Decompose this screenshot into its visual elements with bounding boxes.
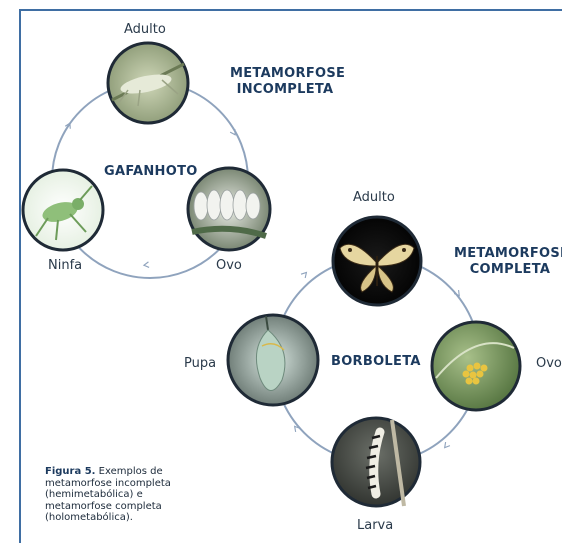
figure-caption: Figura 5. Exemplos de metamorfose incomp… xyxy=(45,466,205,524)
complete-heading-line2: COMPLETA xyxy=(454,262,562,278)
incomplete-heading-line1: METAMORFOSE xyxy=(230,66,340,82)
cycle-arrow xyxy=(295,274,305,285)
butterfly-adult-photo xyxy=(333,217,421,305)
stage-label-pupa: Pupa xyxy=(184,356,216,371)
cycle-arrow xyxy=(446,435,455,446)
butterfly-center-label: BORBOLETA xyxy=(331,354,421,369)
caption-text: Exemplos de xyxy=(99,466,163,477)
stage-label-adult-incomplete: Adulto xyxy=(124,22,166,37)
caption-title: Figura 5. xyxy=(45,466,95,477)
grasshopper-nymph-photo xyxy=(23,170,103,250)
stage-label-larva: Larva xyxy=(357,518,393,533)
cycle-arrow xyxy=(146,263,162,265)
stage-label-nymph: Ninfa xyxy=(48,258,82,273)
butterfly-pupa-photo xyxy=(228,315,318,405)
stage-label-egg-complete: Ovo xyxy=(536,356,562,371)
stage-label-adult-complete: Adulto xyxy=(353,190,395,205)
grasshopper-center-label: GAFANHOTO xyxy=(104,164,198,179)
stage-label-egg-incomplete: Ovo xyxy=(216,258,242,273)
incomplete-heading-line2: INCOMPLETA xyxy=(230,82,340,98)
incomplete-heading: METAMORFOSE INCOMPLETA xyxy=(230,66,340,98)
butterfly-egg-photo xyxy=(432,322,520,410)
grasshopper-egg-photo xyxy=(188,168,270,250)
complete-heading: METAMORFOSE COMPLETA xyxy=(454,246,562,278)
complete-heading-line1: METAMORFOSE xyxy=(454,246,562,262)
grasshopper-adult-photo xyxy=(108,43,188,123)
caption-line-4: metamorfose completa xyxy=(45,501,205,513)
caption-line-2: metamorfose incompleta xyxy=(45,478,205,490)
butterfly-larva-photo xyxy=(332,418,420,506)
caption-line-3: (hemimetabólica) e xyxy=(45,489,205,501)
caption-line-1: Figura 5. Exemplos de xyxy=(45,466,205,478)
caption-line-5: (holometabólica). xyxy=(45,512,205,524)
